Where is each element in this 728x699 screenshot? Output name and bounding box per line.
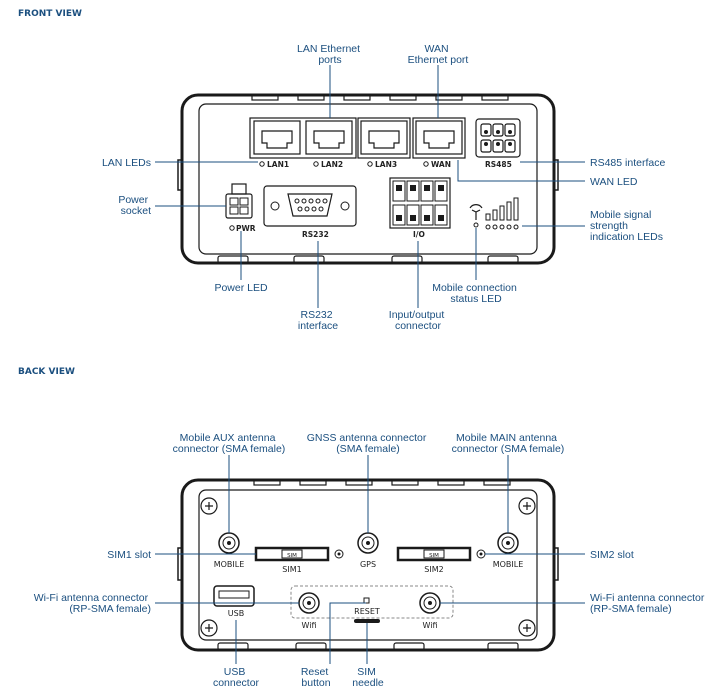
callout-io-connector: Input/output connector <box>389 309 447 332</box>
rs485-label: RS485 <box>485 160 512 169</box>
sim2-label: SIM2 <box>424 565 443 574</box>
callout-lan-ethernet-ports: LAN Ethernet ports <box>297 43 363 66</box>
callout-rs232-interface: RS232 interface <box>298 309 338 332</box>
callout-wifi-left: Wi-Fi antenna connector (RP-SMA female) <box>34 592 151 615</box>
callout-main-antenna: Mobile MAIN antenna connector (SMA femal… <box>452 432 565 455</box>
mobile-left-label: MOBILE <box>214 560 245 569</box>
sim2-tray-label: SIM <box>429 553 439 559</box>
reset-label: RESET <box>354 607 380 616</box>
callout-power-led: Power LED <box>214 282 268 294</box>
back-device: MOBILE GPS MOBILE SIM SIM1 SIM SIM2 <box>177 478 559 652</box>
lan3-label: LAN3 <box>375 160 397 169</box>
mobile-right-label: MOBILE <box>493 560 524 569</box>
sim1-tray-label: SIM <box>287 553 297 559</box>
front-leader-lines <box>155 65 585 308</box>
callout-sim2-slot: SIM2 slot <box>590 549 634 561</box>
rs232-port <box>263 185 357 227</box>
callout-usb-connector: USB connector <box>213 666 260 689</box>
callout-wifi-right: Wi-Fi antenna connector (RP-SMA female) <box>590 592 707 615</box>
callout-sim-needle: SIM needle <box>352 666 384 689</box>
usb-label: USB <box>228 609 244 618</box>
usb-port <box>213 585 255 607</box>
callout-wan-led: WAN LED <box>590 176 638 188</box>
lan1-label: LAN1 <box>267 160 289 169</box>
callout-mobile-status-led: Mobile connection status LED <box>432 282 520 305</box>
back-view-title: BACK VIEW <box>18 367 75 377</box>
callout-power-socket: Power socket <box>118 194 151 217</box>
gps-label: GPS <box>360 560 376 569</box>
io-terminal <box>389 177 451 229</box>
callout-gnss-antenna: GNSS antenna connector (SMA female) <box>307 432 430 455</box>
wifi-left-label: Wifi <box>302 621 317 630</box>
callout-aux-antenna: Mobile AUX antenna connector (SMA female… <box>173 432 286 455</box>
lan3-port <box>357 117 411 159</box>
callout-lan-leds: LAN LEDs <box>102 157 151 169</box>
wan-port <box>412 117 466 159</box>
pwr-label: PWR <box>236 224 256 233</box>
front-device: LAN1 LAN2 LAN3 WAN RS485 PWR <box>177 93 559 265</box>
callout-wan-ethernet-port: WAN Ethernet port <box>408 43 469 66</box>
rs232-label: RS232 <box>302 230 329 239</box>
lan-port-group <box>249 117 357 159</box>
callout-sim1-slot: SIM1 slot <box>107 549 151 561</box>
signal-indicator <box>469 197 519 230</box>
lan2-label: LAN2 <box>321 160 343 169</box>
wan-label: WAN <box>431 160 451 169</box>
callout-rs485-interface: RS485 interface <box>590 157 665 169</box>
sim1-slot <box>254 546 330 562</box>
front-view-title: FRONT VIEW <box>18 9 82 19</box>
back-leader-lines <box>155 455 585 664</box>
sim-needle <box>354 619 380 623</box>
reset-button <box>363 597 370 604</box>
rs485-terminal <box>475 118 521 158</box>
callout-mobile-signal-leds: Mobile signal strength indication LEDs <box>590 209 663 243</box>
sim2-slot <box>396 546 472 562</box>
sim1-label: SIM1 <box>282 565 301 574</box>
wifi-right-label: Wifi <box>423 621 438 630</box>
screw-icon <box>200 497 536 637</box>
callout-reset-button: Reset button <box>301 666 331 689</box>
io-label: I/O <box>413 230 425 239</box>
